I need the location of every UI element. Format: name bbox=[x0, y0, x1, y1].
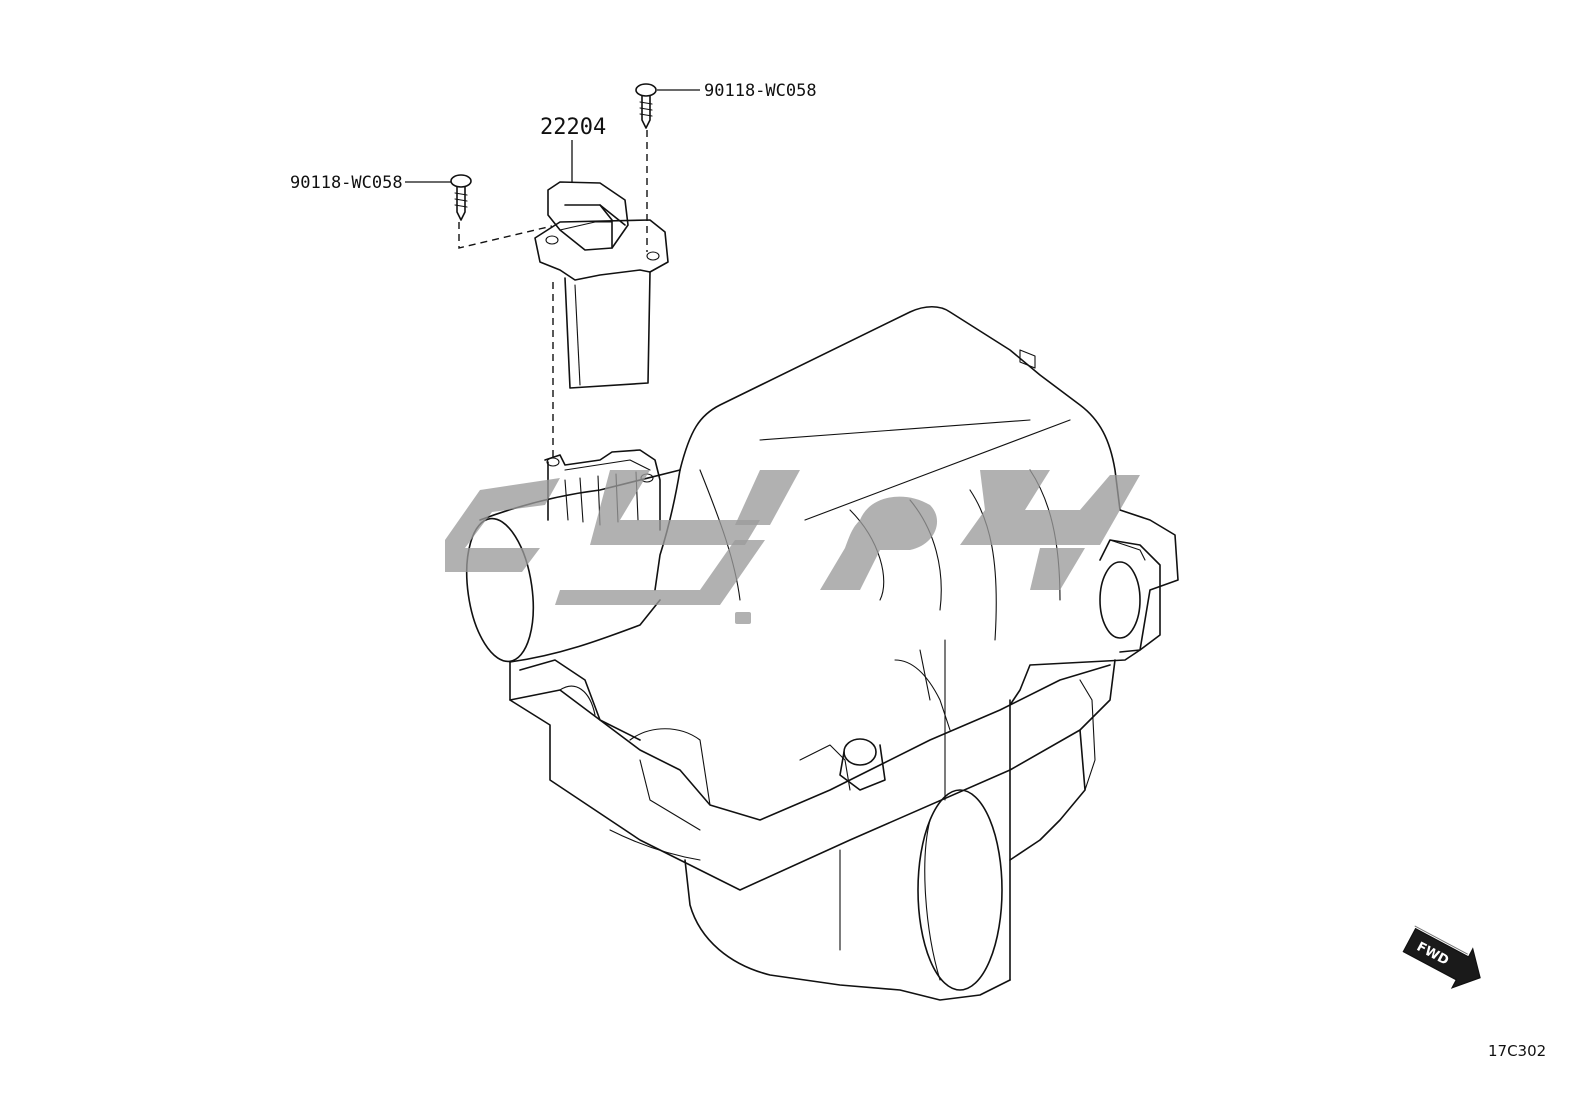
screw-icon bbox=[450, 174, 472, 221]
watermark-logo bbox=[445, 470, 1140, 624]
screw-icon bbox=[635, 83, 657, 129]
screw-label-top: 90118-WC058 bbox=[704, 81, 817, 101]
part-number-main: 22204 bbox=[540, 115, 606, 140]
screw-label-left: 90118-WC058 bbox=[290, 173, 403, 193]
air-cleaner-housing bbox=[465, 305, 1179, 1001]
fwd-arrow-icon: FWD bbox=[1402, 925, 1481, 989]
illustration-code: 17C302 bbox=[1488, 1042, 1546, 1060]
mass-air-flow-sensor bbox=[534, 181, 669, 389]
assembly-line bbox=[458, 222, 553, 249]
